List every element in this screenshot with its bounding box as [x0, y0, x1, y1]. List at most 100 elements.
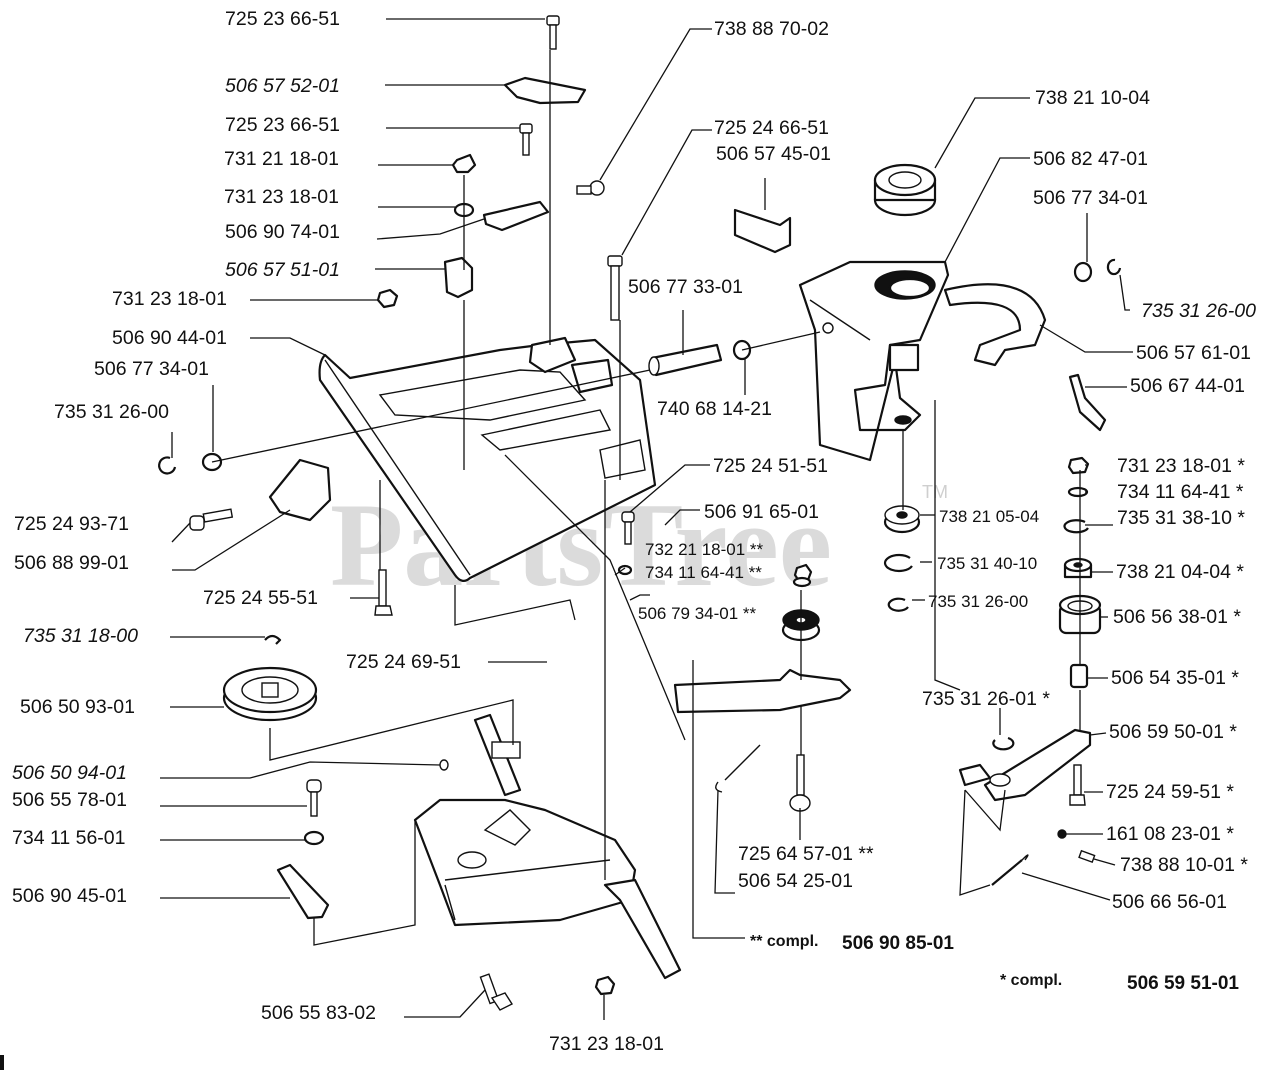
part-label[interactable]: 725 24 69-51 — [346, 651, 461, 673]
bolt-icon — [374, 569, 393, 616]
part-label[interactable]: 731 23 18-01 — [224, 186, 339, 208]
circlip-icon — [1107, 258, 1122, 275]
bolt-icon — [621, 511, 635, 545]
part-label[interactable]: 732 21 18-01 ** — [645, 540, 764, 559]
page-edge-mark — [0, 1055, 4, 1070]
part-label[interactable]: 725 24 55-51 — [203, 587, 318, 609]
part-label[interactable]: 725 64 57-01 ** — [738, 843, 874, 865]
part-label[interactable]: 738 21 10-04 — [1035, 87, 1150, 109]
pin-icon — [1069, 663, 1089, 689]
bracket-icon — [733, 208, 792, 254]
clip-icon — [503, 76, 587, 105]
washer-icon — [303, 830, 325, 846]
part-label[interactable]: 506 79 34-01 ** — [638, 604, 757, 623]
tension-arm-icon — [673, 668, 852, 714]
long-bolt-icon — [607, 255, 623, 321]
part-label[interactable]: 734 11 64-41 ** — [645, 563, 762, 582]
part-label[interactable]: 506 82 47-01 — [1033, 148, 1148, 170]
part-label[interactable]: 725 23 66-51 — [225, 114, 340, 136]
part-label[interactable]: 734 11 56-01 — [12, 827, 126, 849]
part-label[interactable]: 734 11 64-41 * — [1117, 481, 1244, 503]
spring-icon — [715, 744, 761, 793]
bolt-icon — [519, 123, 533, 156]
part-label[interactable]: 738 88 70-02 — [714, 18, 829, 40]
circlip-icon — [1063, 519, 1089, 534]
part-label[interactable]: 506 57 51-01 — [225, 259, 340, 281]
plate-icon — [482, 200, 550, 232]
part-label[interactable]: 506 55 83-02 — [261, 1002, 376, 1024]
part-label[interactable]: 735 31 38-10 * — [1117, 507, 1245, 529]
part-label[interactable]: 740 68 14-21 — [657, 398, 772, 420]
kit-notes: ** compl. 506 90 85-01 * compl. 506 59 5… — [750, 933, 1239, 994]
part-label[interactable]: 738 21 04-04 * — [1116, 561, 1244, 583]
key-icon — [439, 759, 449, 771]
circlip-icon — [264, 634, 282, 645]
plate-icon — [276, 863, 330, 920]
part-label[interactable]: 738 88 10-01 * — [1120, 854, 1248, 876]
washer-icon — [1073, 261, 1093, 283]
part-label[interactable]: 735 31 40-10 — [937, 554, 1037, 573]
kit-2-number[interactable]: 506 90 85-01 — [842, 933, 954, 954]
part-label[interactable]: 506 66 56-01 — [1112, 891, 1227, 913]
part-label[interactable]: 506 54 25-01 — [738, 870, 853, 892]
part-label[interactable]: 738 21 05-04 — [939, 507, 1039, 526]
kit-2-prefix: ** compl. — [750, 933, 818, 950]
bolt-icon — [546, 15, 560, 50]
part-label[interactable]: 731 23 18-01 — [112, 288, 227, 310]
part-label[interactable]: 506 88 99-01 — [14, 552, 129, 574]
part-label[interactable]: 725 24 51-51 — [713, 455, 828, 477]
part-label[interactable]: 731 23 18-01 * — [1117, 455, 1245, 477]
part-label[interactable]: 506 90 44-01 — [112, 327, 227, 349]
bracket-icon — [268, 458, 332, 522]
part-label[interactable]: 506 56 38-01 * — [1113, 606, 1241, 628]
band-icon — [943, 283, 1047, 367]
part-labels: 725 23 66-51 506 57 52-01 725 23 66-51 7… — [12, 8, 1256, 1055]
part-label[interactable]: 506 50 93-01 — [20, 696, 135, 718]
part-label[interactable]: 506 67 44-01 — [1130, 375, 1245, 397]
part-label[interactable]: 731 21 18-01 — [224, 148, 339, 170]
part-label[interactable]: 735 31 26-01 * — [922, 688, 1050, 710]
part-label[interactable]: 506 77 34-01 — [94, 358, 209, 380]
nut-icon — [1067, 456, 1090, 475]
part-label[interactable]: 506 77 34-01 — [1033, 187, 1148, 209]
part-label[interactable]: 725 24 59-51 * — [1106, 781, 1234, 803]
part-label[interactable]: 506 77 33-01 — [628, 276, 743, 298]
part-label[interactable]: 735 31 26-00 — [54, 401, 169, 423]
kit-1-number[interactable]: 506 59 51-01 — [1127, 973, 1239, 994]
bolt-icon — [1069, 764, 1086, 806]
part-label[interactable]: 735 31 26-00 — [928, 592, 1028, 611]
bolt-icon — [789, 754, 811, 812]
part-label[interactable]: 506 57 61-01 — [1136, 342, 1251, 364]
part-label[interactable]: 506 54 35-01 * — [1111, 667, 1239, 689]
gearbox-icon — [413, 713, 682, 980]
part-label[interactable]: 725 24 66-51 — [714, 117, 829, 139]
bearing-icon — [1063, 557, 1093, 579]
nut-icon — [594, 975, 616, 996]
part-label[interactable]: 506 91 65-01 — [704, 501, 819, 523]
part-label[interactable]: 725 24 93-71 — [14, 513, 129, 535]
part-label[interactable]: 725 23 66-51 — [225, 8, 340, 30]
circlip-icon — [992, 736, 1015, 751]
bracket-icon — [443, 256, 474, 299]
kit-1-prefix: * compl. — [1000, 972, 1062, 989]
steering-bracket-icon — [798, 260, 950, 462]
part-label[interactable]: 506 50 94-01 — [12, 762, 127, 784]
part-label[interactable]: 506 57 52-01 — [225, 75, 340, 97]
part-label[interactable]: 735 31 26-00 — [1141, 300, 1256, 322]
part-label[interactable]: 506 90 74-01 — [225, 221, 340, 243]
part-label[interactable]: 735 31 18-00 — [23, 625, 138, 647]
part-label[interactable]: 731 23 18-01 — [549, 1033, 664, 1055]
grease-nipple-icon — [576, 180, 605, 196]
part-label[interactable]: 506 57 45-01 — [716, 143, 831, 165]
screw-icon — [1078, 849, 1096, 864]
part-label[interactable]: 506 59 50-01 * — [1109, 721, 1237, 743]
washer-icon — [617, 564, 633, 576]
circlip-icon — [158, 456, 177, 475]
pulley-icon — [222, 666, 318, 722]
part-label[interactable]: 506 90 45-01 — [12, 885, 127, 907]
bearing-icon — [873, 163, 937, 217]
part-label[interactable]: 161 08 23-01 * — [1106, 823, 1234, 845]
circlip-icon — [887, 597, 909, 612]
part-label[interactable]: 506 55 78-01 — [12, 789, 127, 811]
pivot-shaft-icon — [648, 343, 723, 377]
